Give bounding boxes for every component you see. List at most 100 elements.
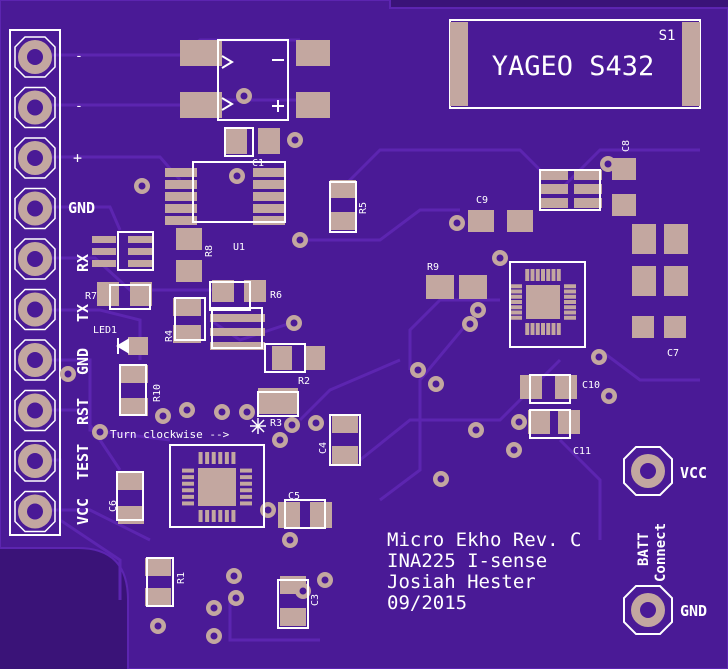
header-pin-hole [27, 150, 43, 166]
smd-pad [310, 502, 332, 528]
ref-r8: R8 [204, 245, 215, 257]
header-pin-hole [27, 402, 43, 419]
smd-pad [330, 180, 356, 198]
smd-pad [165, 216, 197, 225]
smd-pad [632, 266, 656, 296]
smd-pad [253, 168, 285, 177]
smd-pad [574, 198, 602, 208]
smd-pad [296, 92, 330, 118]
mcu-pin [205, 510, 210, 522]
smd-pad [225, 128, 247, 154]
via-hole [472, 426, 480, 434]
ref-led1: LED1 [93, 325, 117, 336]
title-line-1: Micro Ekho Rev. C [387, 529, 581, 551]
mcu-pin [240, 501, 252, 506]
ref-c11: C11 [573, 446, 591, 457]
mcu-pin [182, 488, 194, 493]
sensor-pin [525, 323, 530, 335]
ref-r3: R3 [270, 418, 282, 429]
title-line-3: Josiah Hester [387, 571, 536, 593]
mcu-pin [182, 494, 194, 499]
via-hole [232, 594, 240, 602]
ref-r9: R9 [427, 262, 439, 273]
via-hole [159, 412, 167, 420]
via-hole [218, 408, 226, 416]
sensor-pin [564, 310, 576, 315]
via-hole [240, 92, 248, 100]
header-label-vcc: VCC [74, 498, 92, 525]
star-icon [250, 418, 266, 434]
header-label-rst: RST [74, 398, 92, 425]
smd-pad [632, 316, 654, 338]
sensor-pin [530, 323, 535, 335]
mcu-pin [205, 452, 210, 464]
via-hole [286, 536, 294, 544]
via-hole [210, 632, 218, 640]
sensor-pin [564, 284, 576, 289]
sensor-pin [510, 294, 522, 299]
smd-pad [130, 282, 152, 306]
ref-c6: C6 [108, 500, 119, 512]
batt-connect-label: Connect [653, 523, 669, 582]
header-label-gnd2: GND [74, 348, 92, 375]
header-connector [9, 29, 61, 536]
ref-r1: R1 [176, 572, 187, 584]
mcu-pin [224, 510, 229, 522]
via-hole [604, 160, 612, 168]
mcu-pin [198, 452, 203, 464]
ref-c8: C8 [621, 140, 632, 152]
smd-pad [210, 314, 265, 322]
smd-pad [180, 92, 222, 118]
sensor-pin [564, 315, 576, 320]
batt-gnd-terminal [623, 585, 673, 635]
smd-pad [253, 192, 285, 201]
sensor-thermal-pad [526, 285, 560, 319]
header-label-gnd: GND [68, 199, 95, 217]
via-hole [453, 219, 461, 227]
header-label-plus: + [73, 149, 82, 167]
header-label-rx: RX [74, 254, 92, 272]
sensor-pin [510, 300, 522, 304]
ref-c3: C3 [310, 594, 321, 606]
ref-c7: C7 [667, 348, 679, 359]
smd-pad [165, 192, 197, 201]
sensor-pin [546, 323, 551, 335]
mcu-pin [231, 452, 236, 464]
header-pin-outline [14, 440, 56, 482]
via-hole [210, 604, 218, 612]
smd-pad [528, 410, 550, 434]
header-pin-hole [27, 49, 43, 65]
via-hole [595, 353, 603, 361]
sensor-pin [564, 294, 576, 299]
mcu-pin [240, 488, 252, 493]
smd-pad [165, 180, 197, 189]
sensor-pin [535, 323, 540, 335]
smd-pad [664, 224, 688, 254]
mcu-pin [182, 468, 194, 473]
via-hole [183, 406, 191, 414]
ref-c4: C4 [318, 442, 329, 454]
via-hole [466, 320, 474, 328]
smd-pad [664, 266, 688, 296]
smd-pad [128, 236, 152, 243]
mcu-pin [211, 510, 216, 522]
header-pin-hole [27, 301, 43, 318]
mcu-pin [198, 510, 203, 522]
ref-r10: R10 [152, 384, 163, 402]
via-hole [432, 380, 440, 388]
via-hole [474, 306, 482, 314]
batt-label: BATT [636, 532, 652, 566]
sensor-pin [541, 269, 545, 281]
smd-pad [92, 248, 116, 255]
sensor-pin [530, 269, 535, 281]
sensor-pin [525, 269, 530, 281]
header-pin-outline [14, 288, 56, 331]
title-line-4: 09/2015 [387, 592, 467, 614]
mcu-pin [240, 481, 252, 486]
via-hole [243, 408, 251, 416]
ref-c1: C1 [252, 158, 264, 169]
ref-r7: R7 [85, 291, 97, 302]
mcu-pin [211, 452, 216, 464]
rotation-hint: Turn clockwise --> [110, 428, 230, 441]
